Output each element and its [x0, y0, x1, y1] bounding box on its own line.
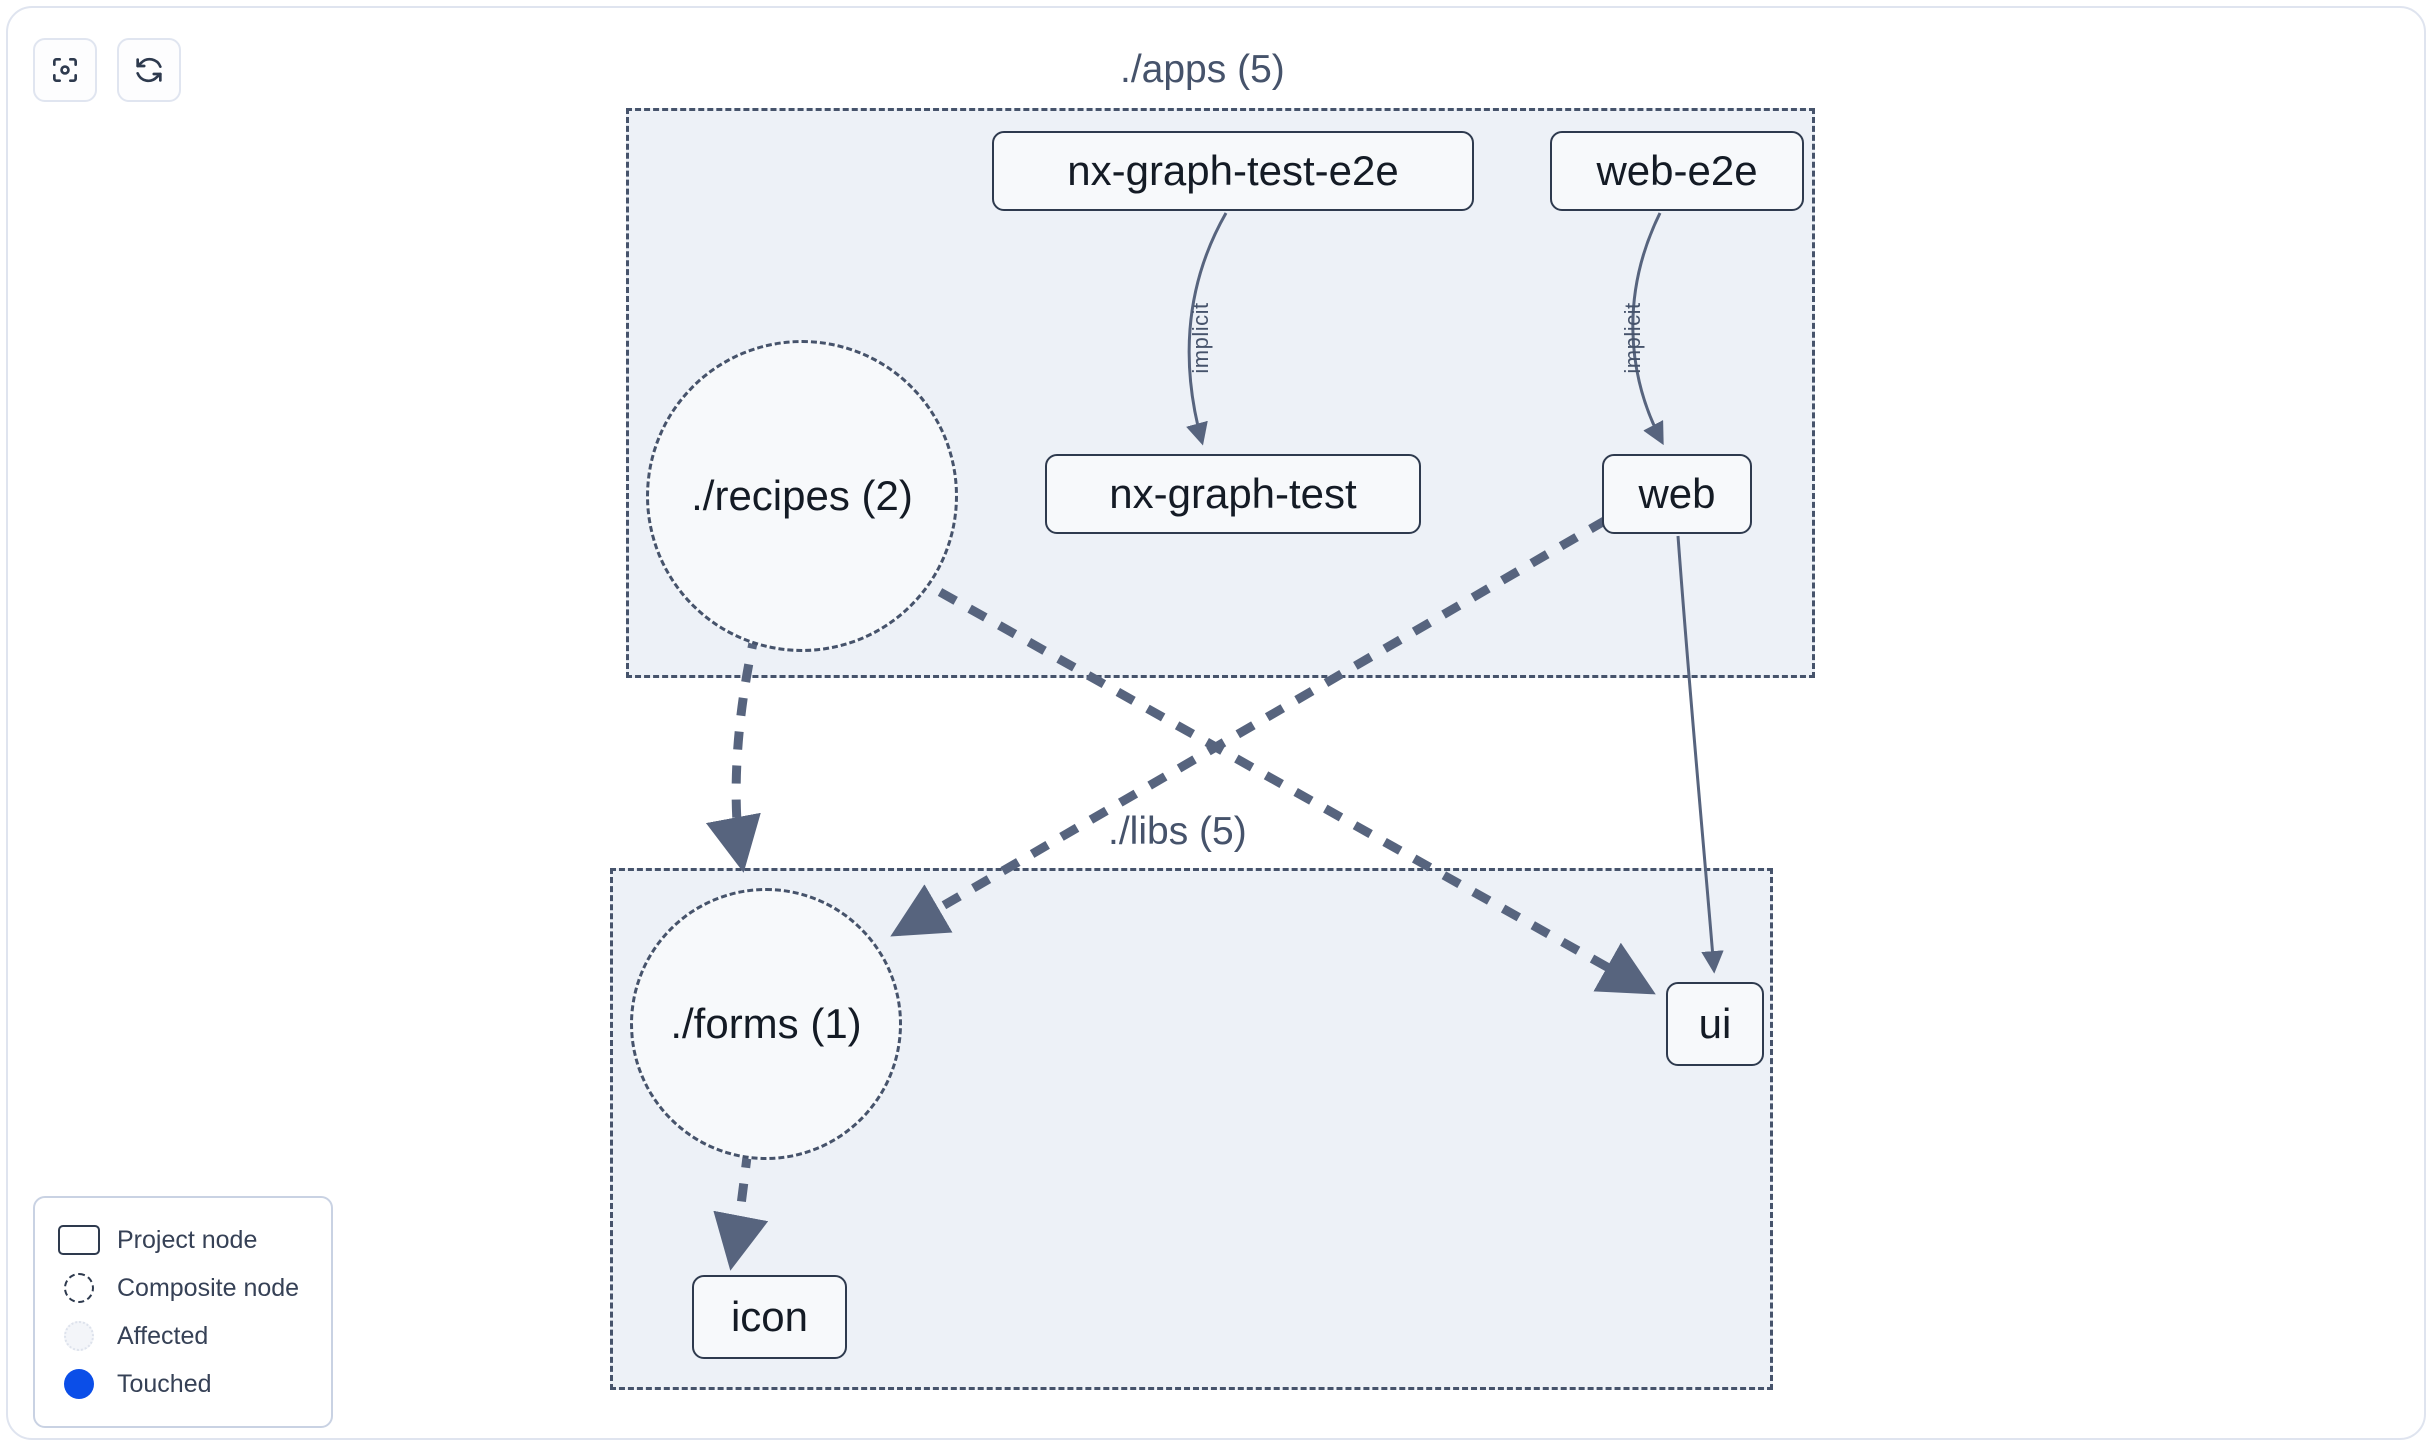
- group-label-libs: ./libs (5): [1098, 811, 1257, 853]
- project-node-web[interactable]: web: [1602, 454, 1752, 534]
- legend-label: Touched: [117, 1369, 212, 1398]
- refresh-graph-button[interactable]: [117, 38, 181, 102]
- group-label-apps: ./apps (5): [1110, 49, 1295, 91]
- composite-node-forms[interactable]: ./forms (1): [630, 888, 902, 1160]
- composite-node-recipes[interactable]: ./recipes (2): [646, 340, 958, 652]
- project-node-nx-graph-test-e2e[interactable]: nx-graph-test-e2e: [992, 131, 1474, 211]
- project-node-ui[interactable]: ui: [1666, 982, 1764, 1066]
- project-node-label: web-e2e: [1596, 147, 1758, 194]
- legend-label: Affected: [117, 1321, 209, 1350]
- project-node-web-e2e[interactable]: web-e2e: [1550, 131, 1804, 211]
- graph-legend: Project node Composite node Affected Tou…: [33, 1196, 333, 1428]
- legend-item-project-node: Project node: [53, 1216, 311, 1264]
- edge-label-implicit-nx-graph-test: implicit: [1188, 302, 1213, 374]
- touched-swatch: [53, 1369, 105, 1399]
- legend-label: Composite node: [117, 1273, 300, 1302]
- composite-node-label: ./recipes (2): [691, 472, 913, 519]
- project-node-icon[interactable]: icon: [692, 1275, 847, 1359]
- composite-node-label: ./forms (1): [670, 1000, 862, 1047]
- legend-item-composite-node: Composite node: [53, 1264, 311, 1312]
- edge-label-implicit-web: implicit: [1620, 302, 1645, 374]
- legend-item-affected: Affected: [53, 1312, 311, 1360]
- project-node-label: ui: [1698, 1000, 1732, 1047]
- project-node-label: nx-graph-test-e2e: [1067, 147, 1399, 194]
- composite-node-swatch: [53, 1273, 105, 1303]
- refresh-icon: [133, 54, 165, 86]
- affected-swatch: [53, 1321, 105, 1351]
- project-node-swatch: [53, 1225, 105, 1255]
- graph-toolbar: [33, 38, 181, 102]
- project-node-label: web: [1638, 470, 1716, 517]
- project-node-label: nx-graph-test: [1109, 470, 1357, 517]
- focus-graph-button[interactable]: [33, 38, 97, 102]
- legend-item-touched: Touched: [53, 1360, 311, 1408]
- legend-label: Project node: [117, 1225, 258, 1254]
- focus-target-icon: [49, 54, 81, 86]
- project-node-nx-graph-test[interactable]: nx-graph-test: [1045, 454, 1421, 534]
- project-node-label: icon: [730, 1293, 809, 1340]
